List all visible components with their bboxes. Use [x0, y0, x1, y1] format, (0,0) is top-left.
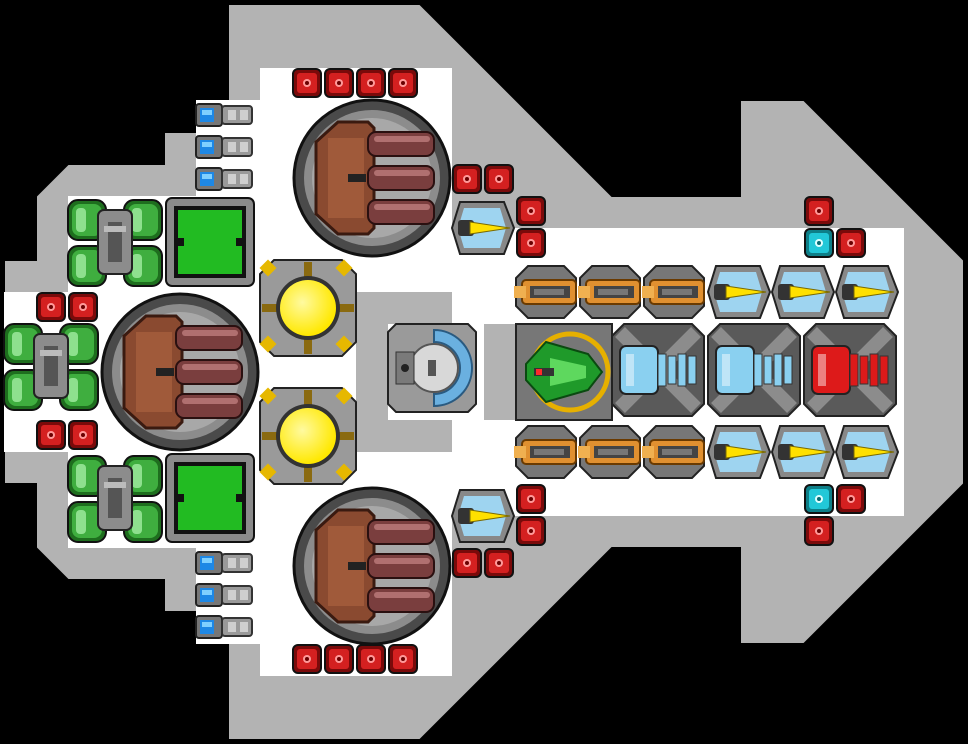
battery-icon[interactable] — [195, 583, 253, 607]
laser-icon[interactable] — [834, 425, 900, 479]
triple-turret-icon[interactable] — [100, 292, 260, 452]
battery-icon[interactable] — [195, 103, 253, 127]
laser-icon[interactable] — [450, 201, 516, 255]
blaster-icon[interactable] — [611, 323, 705, 417]
thruster-icon[interactable] — [67, 199, 163, 287]
plasma-cannon-icon[interactable] — [803, 323, 897, 417]
shielded-armor-block-icon[interactable] — [804, 228, 834, 258]
armor-block-icon[interactable] — [356, 68, 386, 98]
armor-block-icon[interactable] — [484, 164, 514, 194]
cannon-icon[interactable] — [578, 425, 641, 479]
armor-block-icon[interactable] — [388, 644, 418, 674]
cannon-icon[interactable] — [642, 265, 705, 319]
thruster-icon[interactable] — [67, 455, 163, 543]
armor-block-icon[interactable] — [804, 516, 834, 546]
fuel-tank-icon[interactable] — [165, 197, 255, 287]
cannon-icon[interactable] — [514, 265, 577, 319]
laser-icon[interactable] — [834, 265, 900, 319]
armor-block-icon[interactable] — [324, 644, 354, 674]
armor-block-icon[interactable] — [36, 420, 66, 450]
armor-block-icon[interactable] — [516, 196, 546, 226]
armor-block-icon[interactable] — [452, 548, 482, 578]
battery-icon[interactable] — [195, 551, 253, 575]
fuel-tank-icon[interactable] — [165, 453, 255, 543]
battery-icon[interactable] — [195, 167, 253, 191]
armor-block-icon[interactable] — [68, 292, 98, 322]
armor-block-icon[interactable] — [292, 644, 322, 674]
armor-block-icon[interactable] — [516, 516, 546, 546]
thruster-icon[interactable] — [3, 323, 99, 411]
armor-block-icon[interactable] — [836, 228, 866, 258]
triple-turret-icon[interactable] — [292, 98, 452, 258]
armor-block-icon[interactable] — [804, 196, 834, 226]
armor-block-icon[interactable] — [516, 228, 546, 258]
armor-block-icon[interactable] — [68, 420, 98, 450]
cockpit-icon[interactable] — [515, 323, 613, 421]
armor-block-icon[interactable] — [292, 68, 322, 98]
armor-block-icon[interactable] — [324, 68, 354, 98]
laser-icon[interactable] — [706, 425, 772, 479]
armor-block-icon[interactable] — [516, 484, 546, 514]
armor-block-icon[interactable] — [452, 164, 482, 194]
armor-block-icon[interactable] — [836, 484, 866, 514]
laser-icon[interactable] — [450, 489, 516, 543]
armor-block-icon[interactable] — [388, 68, 418, 98]
laser-icon[interactable] — [770, 425, 836, 479]
laser-icon[interactable] — [706, 265, 772, 319]
battery-icon[interactable] — [195, 615, 253, 639]
armor-block-icon[interactable] — [36, 292, 66, 322]
reactor-icon[interactable] — [259, 259, 357, 357]
ship-parts — [3, 68, 900, 674]
shielded-armor-block-icon[interactable] — [804, 484, 834, 514]
armor-block-icon[interactable] — [356, 644, 386, 674]
cannon-icon[interactable] — [642, 425, 705, 479]
reactor-icon[interactable] — [259, 387, 357, 485]
laser-icon[interactable] — [770, 265, 836, 319]
cannon-icon[interactable] — [514, 425, 577, 479]
cannon-icon[interactable] — [578, 265, 641, 319]
shield-generator-icon[interactable] — [387, 323, 477, 413]
battery-icon[interactable] — [195, 135, 253, 159]
ion-cannon-icon[interactable] — [707, 323, 801, 417]
triple-turret-icon[interactable] — [292, 486, 452, 646]
armor-block-icon[interactable] — [484, 548, 514, 578]
